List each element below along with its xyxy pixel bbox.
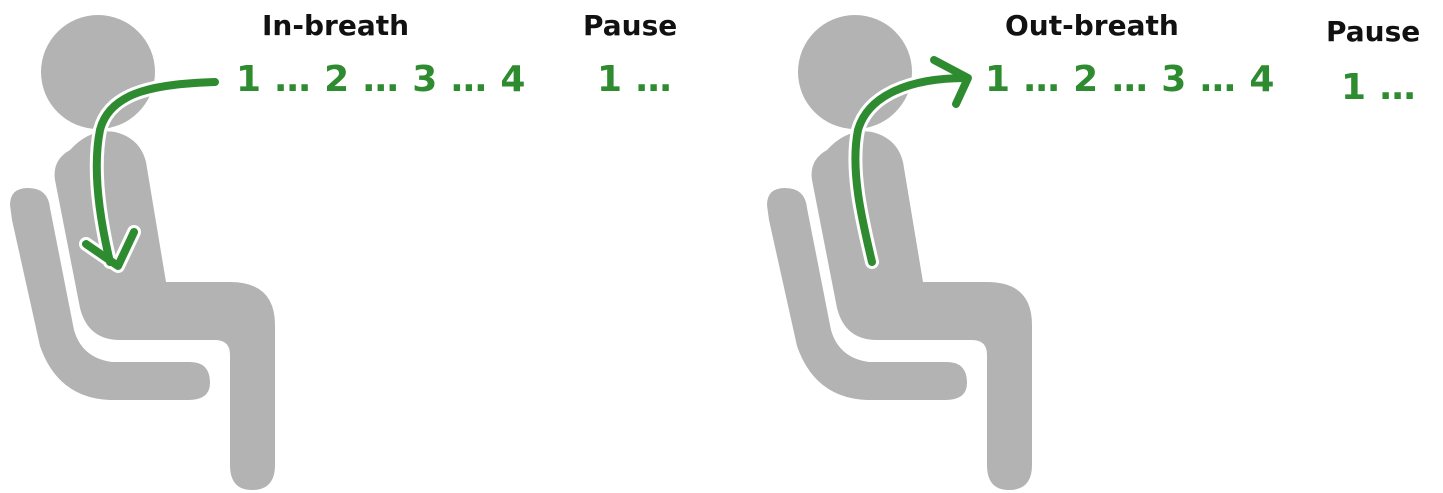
pause-count: 1 …	[597, 59, 673, 100]
out-breath-count: 1 … 2 … 3 … 4	[985, 59, 1275, 100]
torso-icon	[811, 131, 1032, 490]
in-breath-arrow	[79, 75, 222, 273]
torso-icon	[54, 131, 276, 490]
pause-count: 1 …	[1341, 67, 1417, 108]
arrow-up-icon	[851, 74, 970, 266]
arrow-down-icon	[92, 78, 219, 266]
in-breath-heading: In-breath	[262, 9, 410, 42]
pause-heading: Pause	[1326, 15, 1421, 48]
pause-heading: Pause	[583, 9, 678, 42]
in-breath-count: 1 … 2 … 3 … 4	[236, 59, 526, 100]
head-icon	[41, 15, 155, 129]
out-breath-heading: Out-breath	[1005, 9, 1179, 42]
chair-icon	[10, 188, 210, 400]
chair-icon	[767, 188, 967, 400]
out-breath-arrow	[848, 53, 975, 269]
head-icon	[798, 15, 912, 129]
